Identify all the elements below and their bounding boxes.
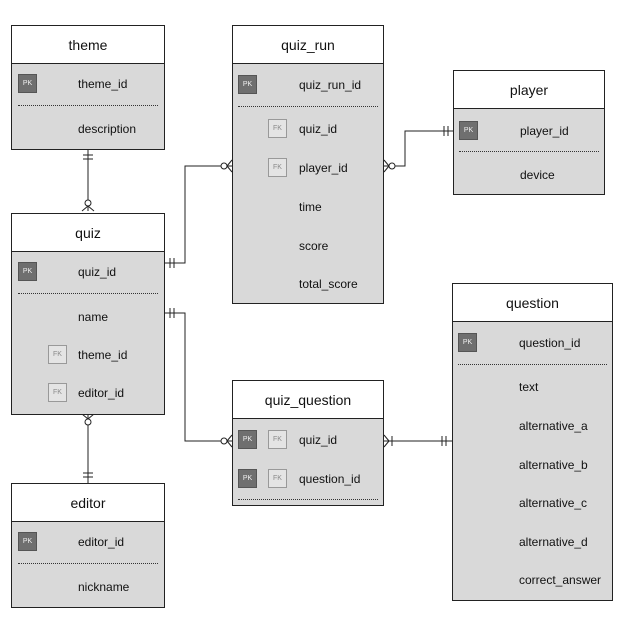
- attribute-row: FK theme_id: [12, 345, 164, 367]
- attribute-row: alternative_d: [453, 532, 612, 554]
- attribute-row: correct_answer: [453, 570, 612, 592]
- entity-title: editor: [12, 484, 164, 522]
- entity-title: quiz: [12, 214, 164, 252]
- rel-quizquestion-question: [383, 434, 452, 448]
- attribute-name: question_id: [299, 472, 361, 486]
- attribute-row: FK editor_id: [12, 383, 164, 405]
- primary-key-icon: PK: [18, 74, 37, 93]
- attribute-row: description: [12, 119, 164, 141]
- entity-title: question: [453, 284, 612, 322]
- attribute-name: correct_answer: [519, 573, 602, 587]
- attribute-row: text: [453, 377, 612, 399]
- attribute-name: name: [78, 310, 109, 324]
- primary-key-icon: PK: [238, 75, 257, 94]
- attribute-name: question_id: [519, 336, 581, 350]
- attribute-name: device: [520, 168, 555, 182]
- key-divider: [238, 499, 378, 500]
- entity-title: quiz_run: [233, 26, 383, 64]
- entity-quiz[interactable]: quiz PK quiz_id name FK theme_id FK edit…: [11, 213, 165, 415]
- entity-quiz-run[interactable]: quiz_run PK quiz_run_id FK quiz_id FK pl…: [232, 25, 384, 304]
- foreign-key-icon: FK: [268, 469, 287, 488]
- key-divider: [18, 563, 158, 564]
- entity-title: quiz_question: [233, 381, 383, 419]
- attribute-name: alternative_a: [519, 419, 588, 433]
- foreign-key-icon: FK: [48, 345, 67, 364]
- attribute-row: FK quiz_id: [233, 119, 383, 141]
- attribute-row: PK theme_id: [12, 74, 164, 96]
- attribute-row: time: [233, 197, 383, 219]
- rel-quiz-quizquestion: [165, 308, 233, 448]
- rel-quiz-quizrun: [165, 159, 233, 268]
- attribute-name: quiz_id: [299, 433, 338, 447]
- attribute-row: PK editor_id: [12, 532, 164, 554]
- attribute-name: theme_id: [78, 77, 128, 91]
- attribute-row: score: [233, 236, 383, 258]
- entity-title: theme: [12, 26, 164, 64]
- attribute-row: PK FK question_id: [233, 469, 383, 491]
- attribute-name: score: [299, 239, 329, 253]
- foreign-key-icon: FK: [268, 430, 287, 449]
- attribute-name: nickname: [78, 580, 130, 594]
- attribute-name: alternative_d: [519, 535, 588, 549]
- primary-key-icon: PK: [238, 469, 257, 488]
- attribute-name: quiz_id: [78, 265, 117, 279]
- entity-question[interactable]: question PK question_id text alternative…: [452, 283, 613, 601]
- rel-quizrun-player: [383, 126, 453, 173]
- attribute-row: device: [454, 165, 604, 187]
- attribute-row: PK FK quiz_id: [233, 430, 383, 452]
- attribute-row: total_score: [233, 274, 383, 296]
- attribute-row: FK player_id: [233, 158, 383, 180]
- attribute-name: total_score: [299, 277, 358, 291]
- attribute-name: text: [519, 380, 539, 394]
- primary-key-icon: PK: [458, 333, 477, 352]
- attribute-name: theme_id: [78, 348, 128, 362]
- entity-theme[interactable]: theme PK theme_id description: [11, 25, 165, 150]
- attribute-row: PK quiz_id: [12, 262, 164, 284]
- attribute-row: alternative_b: [453, 455, 612, 477]
- attribute-row: alternative_c: [453, 493, 612, 515]
- primary-key-icon: PK: [459, 121, 478, 140]
- primary-key-icon: PK: [18, 532, 37, 551]
- attribute-name: quiz_id: [299, 122, 338, 136]
- attribute-name: editor_id: [78, 386, 125, 400]
- key-divider: [18, 293, 158, 294]
- attribute-row: PK player_id: [454, 121, 604, 143]
- attribute-row: alternative_a: [453, 416, 612, 438]
- key-divider: [18, 105, 158, 106]
- attribute-name: alternative_b: [519, 458, 588, 472]
- key-divider: [459, 151, 599, 152]
- rel-theme-quiz: [81, 150, 95, 212]
- attribute-name: player_id: [299, 161, 348, 175]
- attribute-row: PK quiz_run_id: [233, 75, 383, 97]
- foreign-key-icon: FK: [268, 119, 287, 138]
- primary-key-icon: PK: [238, 430, 257, 449]
- entity-editor[interactable]: editor PK editor_id nickname: [11, 483, 165, 608]
- entity-quiz-question[interactable]: quiz_question PK FK quiz_id PK FK questi…: [232, 380, 384, 506]
- key-divider: [458, 364, 607, 365]
- attribute-name: quiz_run_id: [299, 78, 362, 92]
- attribute-row: nickname: [12, 577, 164, 599]
- rel-quiz-editor: [81, 413, 95, 483]
- foreign-key-icon: FK: [268, 158, 287, 177]
- attribute-name: alternative_c: [519, 496, 588, 510]
- attribute-row: name: [12, 307, 164, 329]
- attribute-name: editor_id: [78, 535, 125, 549]
- attribute-row: PK question_id: [453, 333, 612, 355]
- primary-key-icon: PK: [18, 262, 37, 281]
- attribute-name: player_id: [520, 124, 569, 138]
- attribute-name: description: [78, 122, 137, 136]
- entity-player[interactable]: player PK player_id device: [453, 70, 605, 195]
- attribute-name: time: [299, 200, 322, 214]
- entity-title: player: [454, 71, 604, 109]
- foreign-key-icon: FK: [48, 383, 67, 402]
- key-divider: [238, 106, 378, 107]
